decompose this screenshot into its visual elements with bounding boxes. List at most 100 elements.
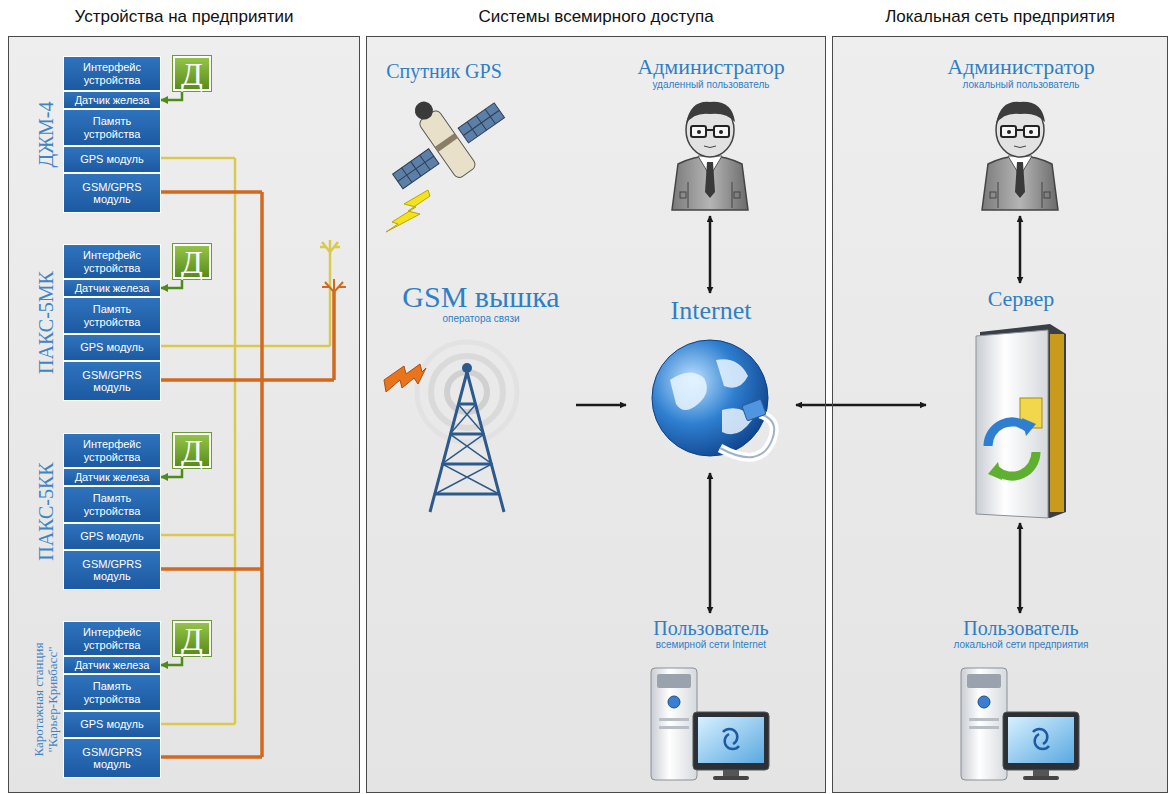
node-label: всемирной сети Internet (656, 639, 766, 650)
sensor-arrow (161, 468, 182, 477)
link-arrow (1019, 523, 1022, 613)
module-box: Память устройства (63, 297, 161, 334)
module-box: GPS модуль (63, 146, 161, 173)
module-label: Память устройства (64, 303, 160, 327)
module-label: Интерфейс устройства (64, 626, 160, 650)
module-box: Датчик железа (63, 279, 161, 297)
network-node: Сервер (926, 283, 1116, 523)
module-box: GSM/GPRS модуль (63, 550, 161, 590)
node-label: Пользователь (963, 617, 1078, 639)
node-label: оператора связи (442, 313, 519, 324)
module-label: GSM/GPRS модуль (64, 746, 160, 770)
sensor-box: Д (173, 433, 211, 468)
module-label: Датчик железа (72, 282, 153, 294)
module-label: GSM/GPRS модуль (64, 181, 160, 205)
gsm-wire (160, 192, 346, 757)
device-name: Каротажная станция "Карьер-Кривбасс" (31, 621, 61, 778)
network-node: Администраторудаленный пользователь (631, 51, 791, 216)
module-label: Память устройства (64, 492, 160, 516)
gsm-tower (417, 342, 517, 512)
node-label: удаленный пользователь (652, 79, 769, 90)
module-box: GSM/GPRS модуль (63, 173, 161, 213)
server-figure (976, 324, 1066, 518)
module-box: GPS модуль (63, 711, 161, 738)
node-label: Сервер (988, 287, 1055, 311)
sensor-label: Д (181, 623, 203, 655)
signal-bolt (384, 364, 426, 392)
module-box: Датчик железа (63, 656, 161, 674)
node-label: Internet (671, 297, 752, 326)
module-label: GSM/GPRS модуль (64, 558, 160, 582)
computer (961, 668, 1079, 780)
device-stack: ПАКС-5ККИнтерфейс устройстваДатчик желез… (31, 433, 161, 590)
sensor-arrow (161, 279, 182, 288)
module-box: Память устройства (63, 674, 161, 711)
module-box: Интерфейс устройства (63, 621, 161, 656)
module-box: Датчик железа (63, 468, 161, 486)
node-label: Администратор (947, 55, 1095, 79)
module-box: Интерфейс устройства (63, 433, 161, 468)
device-stack: ДЖМ-4Интерфейс устройстваДатчик железаПа… (31, 56, 161, 213)
module-box: GSM/GPRS модуль (63, 738, 161, 778)
internet-globe (652, 340, 774, 457)
node-label: Пользователь (653, 617, 768, 639)
section-heading: Системы всемирного доступа (367, 7, 825, 27)
device-name: ДЖМ-4 (31, 56, 61, 213)
network-node: GSM вышкаоператора связи (386, 276, 576, 526)
sensor-arrow (161, 91, 182, 100)
network-node: Пользовательлокальной сети предприятия (921, 613, 1121, 789)
module-label: Интерфейс устройства (64, 249, 160, 273)
node-label: локальный пользователь (963, 79, 1080, 90)
section-heading: Локальная сеть предприятия (833, 7, 1167, 27)
computer (651, 668, 769, 780)
signal-bolt (386, 190, 430, 232)
device-name: ПАКС-5МК (31, 244, 61, 401)
admin-figure (982, 102, 1058, 210)
section-panel: Устройства на предприятииДЖМ-4Интерфейс … (8, 36, 360, 793)
module-label: Интерфейс устройства (64, 438, 160, 462)
network-node: Спутник GPS (379, 56, 509, 231)
section-panel: Локальная сеть предприятияАдминистраторл… (832, 36, 1168, 793)
module-label: Датчик железа (72, 471, 153, 483)
module-label: GPS модуль (77, 718, 147, 730)
section-heading: Устройства на предприятии (9, 7, 359, 27)
sensor-label: Д (181, 58, 203, 90)
module-label: GPS модуль (77, 153, 147, 165)
module-label: Память устройства (64, 115, 160, 139)
module-box: Интерфейс устройства (63, 56, 161, 91)
node-label: Спутник GPS (386, 60, 502, 82)
admin-figure (672, 102, 748, 210)
module-label: GPS модуль (77, 341, 147, 353)
module-box: GSM/GPRS модуль (63, 361, 161, 401)
sensor-box: Д (173, 244, 211, 279)
device-stack: Каротажная станция "Карьер-Кривбасс"Инте… (31, 621, 161, 778)
module-box: Память устройства (63, 109, 161, 146)
device-name: ПАКС-5КК (31, 433, 61, 590)
sensor-box: Д (173, 56, 211, 91)
module-label: Датчик железа (72, 94, 153, 106)
module-label: Память устройства (64, 680, 160, 704)
sensor-label: Д (181, 435, 203, 467)
module-box: Интерфейс устройства (63, 244, 161, 279)
device-stack: ПАКС-5МКИнтерфейс устройстваДатчик желез… (31, 244, 161, 401)
link-arrow (709, 473, 712, 613)
module-box: GPS модуль (63, 523, 161, 550)
sensor-box: Д (173, 621, 211, 656)
gps-satellite (368, 68, 518, 209)
network-node: Пользовательвсемирной сети Internet (621, 613, 801, 789)
module-box: GPS модуль (63, 334, 161, 361)
module-label: Интерфейс устройства (64, 61, 160, 85)
module-box: Датчик железа (63, 91, 161, 109)
link-arrow (796, 404, 926, 407)
module-box: Память устройства (63, 486, 161, 523)
link-arrow (1019, 216, 1022, 283)
module-label: GSM/GPRS модуль (64, 369, 160, 393)
sensor-label: Д (181, 246, 203, 278)
module-label: GPS модуль (77, 530, 147, 542)
link-arrow (576, 404, 626, 407)
node-label: Администратор (637, 55, 785, 79)
module-label: Датчик железа (72, 659, 153, 671)
section-panel: Системы всемирного доступаСпутник GPSАдм… (366, 36, 826, 793)
